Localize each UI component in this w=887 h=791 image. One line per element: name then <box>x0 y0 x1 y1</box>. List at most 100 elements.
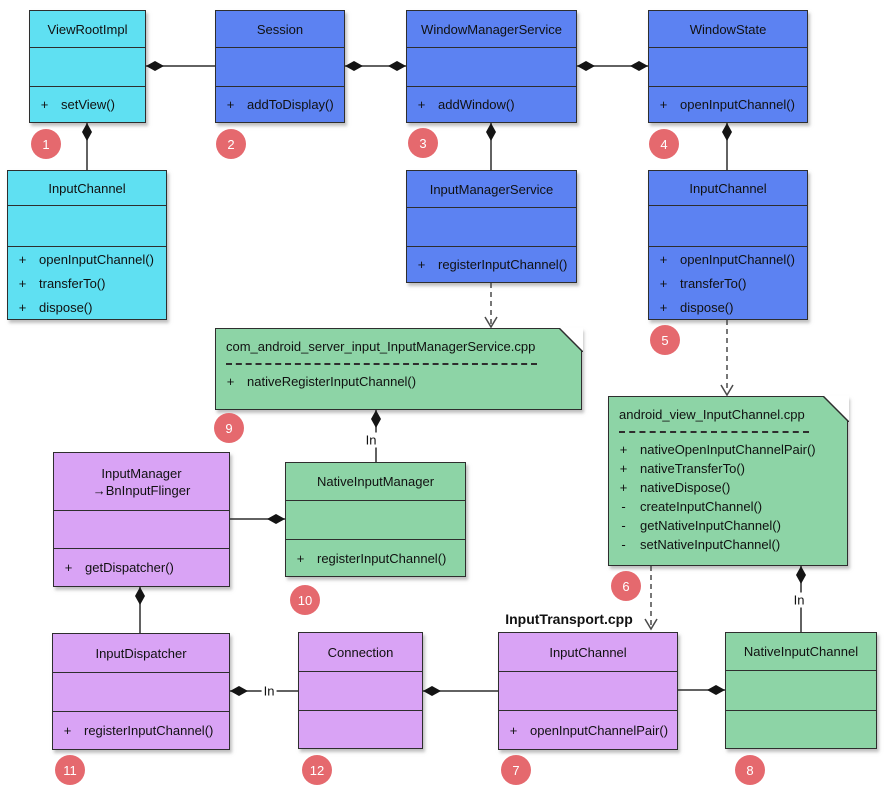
class-attributes-compartment <box>299 672 422 711</box>
class-methods-compartment: +openInputChannel()+transferTo()+dispose… <box>649 247 807 319</box>
class-box-view-root-impl: ViewRootImpl +setView() <box>29 10 146 123</box>
class-name: ViewRootImpl <box>47 21 128 37</box>
method-row: +openInputChannel() <box>659 247 807 271</box>
method-row: +transferTo() <box>659 271 807 295</box>
method-signature: openInputChannel() <box>680 97 795 112</box>
method-signature: setNativeInputChannel() <box>640 537 781 552</box>
class-attributes-compartment <box>407 48 576 87</box>
method-signature: getNativeInputChannel() <box>640 518 781 533</box>
class-name: WindowManagerService <box>421 21 562 37</box>
method-row: -createInputChannel() <box>619 497 837 516</box>
method-row: +dispose() <box>659 295 807 319</box>
method-row: + registerInputChannel() <box>296 546 465 570</box>
note-methods: +nativeRegisterInputChannel() <box>226 372 571 391</box>
class-title-compartment: ViewRootImpl <box>30 11 145 48</box>
method-signature: nativeDispose() <box>640 480 731 495</box>
class-attributes-compartment <box>53 673 229 712</box>
method-signature: openInputChannelPair() <box>530 722 669 738</box>
method-signature: openInputChannel() <box>680 251 795 267</box>
note-file-title: android_view_InputChannel.cpp <box>619 407 805 422</box>
visibility-sign: + <box>619 442 628 457</box>
class-methods-compartment: + registerInputChannel() <box>286 540 465 576</box>
class-box-input-manager-service: InputManagerService + registerInputChannel… <box>406 170 577 283</box>
method-row: -getNativeInputChannel() <box>619 516 837 535</box>
class-title-compartment: WindowState <box>649 11 807 48</box>
class-attributes-compartment <box>30 48 145 87</box>
method-signature: transferTo() <box>39 275 106 291</box>
method-signature: nativeRegisterInputChannel() <box>247 374 417 389</box>
class-title-compartment: InputManagerService <box>407 171 576 208</box>
method-signature: dispose() <box>39 299 93 315</box>
class-name: InputChannel <box>689 180 767 196</box>
visibility-sign: + <box>659 97 668 112</box>
visibility-sign: + <box>18 299 27 315</box>
class-title-compartment: Connection <box>299 633 422 672</box>
class-attributes-compartment <box>649 206 807 247</box>
class-box-native-input-manager: NativeInputManager + registerInputChannel(… <box>285 462 466 577</box>
class-base-name: →BnInputFlinger <box>92 482 191 498</box>
class-title-compartment: InputChannel <box>649 171 807 206</box>
class-methods-compartment <box>299 711 422 748</box>
class-box-input-manager: InputManager→BnInputFlinger +getDispatche… <box>53 452 230 587</box>
class-name: InputManager <box>101 465 182 481</box>
class-attributes-compartment <box>726 671 876 711</box>
class-attributes-compartment <box>8 206 166 247</box>
visibility-sign: + <box>659 299 668 315</box>
method-row: + nativeTransferTo() <box>619 459 837 478</box>
method-signature: getDispatcher() <box>85 560 174 575</box>
visibility-sign: + <box>296 550 305 566</box>
class-title-compartment: InputChannel <box>499 633 677 672</box>
method-row: +nativeRegisterInputChannel() <box>226 372 571 391</box>
visibility-sign: - <box>621 518 626 533</box>
visibility-sign: + <box>659 275 668 291</box>
method-row: +registerInputChannel() <box>63 719 229 743</box>
visibility-sign: + <box>18 275 27 291</box>
class-attributes-compartment <box>54 511 229 549</box>
class-title-compartment: InputChannel <box>8 171 166 206</box>
class-box-input-dispatcher: InputDispatcher +registerInputChannel() <box>52 633 230 750</box>
visibility-sign: + <box>619 461 628 476</box>
method-row: +addToDisplay() <box>226 93 344 117</box>
method-signature: createInputChannel() <box>640 499 763 514</box>
class-methods-compartment: + openInputChannel() <box>649 87 807 122</box>
class-attributes-compartment <box>286 501 465 540</box>
method-signature: addWindow() <box>438 97 515 112</box>
method-row: +setView() <box>40 93 145 117</box>
visibility-sign: + <box>417 257 426 272</box>
note-file-title: com_android_server_input_InputManagerSer… <box>226 339 536 354</box>
class-box-input-channel-native: InputChannel+openInputChannelPair() <box>498 632 678 750</box>
class-methods-compartment: +openInputChannel()+transferTo()+dispose… <box>8 247 166 319</box>
visibility-sign: + <box>417 97 426 112</box>
visibility-sign: - <box>621 499 626 514</box>
class-attributes-compartment <box>499 672 677 711</box>
class-title-compartment: Session <box>216 11 344 48</box>
visibility-sign: + <box>18 251 27 267</box>
class-methods-compartment <box>726 711 876 748</box>
note-folded-corner-icon <box>822 395 849 422</box>
class-box-session: Session +addToDisplay() <box>215 10 345 123</box>
note-box-note-ims-jni: com_android_server_input_InputManagerSer… <box>215 327 583 410</box>
class-box-connection: Connection <box>298 632 423 749</box>
method-signature: registerInputChannel() <box>438 257 568 272</box>
class-box-native-input-channel: NativeInputChannel <box>725 632 877 749</box>
class-methods-compartment: +addToDisplay() <box>216 87 344 122</box>
class-name: NativeInputManager <box>316 474 435 489</box>
visibility-sign: + <box>226 97 235 112</box>
class-methods-compartment: +registerInputChannel() <box>53 712 229 749</box>
method-row: + transferTo() <box>18 271 166 295</box>
note-box-note-ic-jni: android_view_InputChannel.cpp+nativeOpen… <box>608 395 849 566</box>
class-title-compartment: WindowManagerService <box>407 11 576 48</box>
class-title-compartment: NativeInputChannel <box>726 633 876 671</box>
method-row: +getDispatcher() <box>64 556 229 580</box>
class-name: Connection <box>327 644 394 660</box>
class-methods-compartment: +getDispatcher() <box>54 549 229 586</box>
method-row: + dispose() <box>18 295 166 319</box>
class-box-input-channel-app: InputChannel+openInputChannel()+transfer… <box>7 170 167 320</box>
method-signature: nativeTransferTo() <box>640 461 745 476</box>
method-signature: registerInputChannel() <box>317 550 447 566</box>
method-row: +openInputChannel() <box>18 247 166 271</box>
class-name: InputDispatcher <box>95 645 187 661</box>
class-name: Session <box>256 21 304 37</box>
class-title-compartment: InputDispatcher <box>53 634 229 673</box>
